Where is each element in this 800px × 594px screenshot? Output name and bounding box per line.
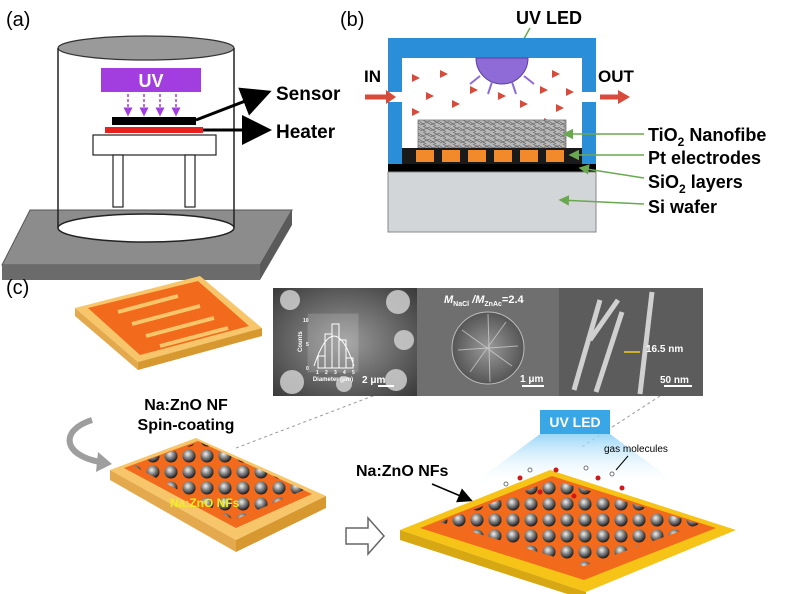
process-label-line2: Spin-coating	[138, 417, 235, 434]
histogram-xtick-0: 1	[316, 370, 319, 376]
sio2-layer	[388, 164, 596, 172]
process-label-line1: Na:ZnO NF	[144, 397, 228, 414]
sem-image-3	[559, 288, 703, 396]
outlet-port	[578, 92, 600, 102]
uv-led-block-label: UV LED	[549, 414, 600, 430]
film-label: Na:ZnO NFs	[170, 496, 240, 510]
heater-label: Heater	[276, 122, 336, 143]
sem-images: Counts Diameter (μm) 0 5 10 1 2 3 4 5 2 …	[273, 288, 703, 396]
scale-label-1: 2 μm	[362, 375, 385, 386]
histogram-ytick-2: 10	[303, 318, 309, 324]
uv-led-label: UV LED	[516, 8, 582, 28]
process-arrow-head	[96, 452, 112, 472]
tio2-nanofiber-layer	[417, 119, 567, 149]
layer-label-si: Si wafer	[648, 197, 717, 217]
uv-light-rays	[469, 75, 535, 95]
outlet-flow-head	[618, 90, 630, 104]
panel-b: (b) UV LED IN OUT	[340, 8, 766, 233]
sem-image-3-nanowires	[571, 291, 655, 395]
idt-fingers	[117, 294, 229, 348]
idt-electrode	[88, 281, 249, 355]
histogram-xtick-3: 4	[343, 370, 346, 376]
stage-leg-left	[112, 154, 124, 208]
sensor-label: Sensor	[276, 84, 341, 105]
nanofiber-film	[132, 442, 304, 520]
device-film-label: Na:ZnO NFs	[356, 463, 449, 480]
device-film-pointer	[431, 483, 473, 503]
ratio-label: MNaCl /MZnAc=2.4	[444, 294, 525, 308]
uv-beam	[470, 434, 680, 486]
histogram-ylabel: Counts	[298, 331, 304, 352]
gas-molecules-label: gas molecules	[604, 444, 668, 455]
layer-label-tio2: TiO2 Nanofibe	[648, 125, 766, 149]
gas-molecule-dots	[503, 465, 625, 499]
uv-rays	[123, 94, 181, 117]
histogram-xtick-4: 5	[352, 370, 355, 376]
layer-label-pt: Pt electrodes	[648, 148, 761, 168]
sensor-pointer	[195, 87, 272, 122]
device-substrate-edge	[400, 530, 586, 594]
chamber-bottom	[57, 213, 235, 243]
uv-led-block	[540, 410, 610, 434]
bare-substrate-front	[138, 328, 262, 370]
panel-a-label: (a)	[6, 9, 30, 31]
heater-element	[105, 127, 203, 133]
uv-lamp	[101, 68, 201, 92]
inlet-flow-head	[386, 90, 396, 104]
si-wafer	[387, 171, 597, 233]
gas-molecules-pointer	[615, 455, 629, 471]
histogram-fit	[313, 335, 355, 367]
histogram-xtick-2: 3	[334, 370, 337, 376]
coated-substrate-edge	[110, 470, 236, 552]
scale-label-3: 50 nm	[660, 375, 689, 386]
device-nanofibers	[440, 480, 700, 566]
panel-c: (c) Na:ZnO NF Spin-coating Na:ZnO NFs	[6, 276, 736, 594]
sem-image-2-petals	[457, 313, 519, 383]
sensor-chip	[112, 117, 196, 125]
sem-image-1-particles	[280, 290, 414, 394]
panel-b-label: (b)	[340, 9, 364, 31]
histogram-ytick-1: 5	[306, 342, 309, 348]
histogram-xlabel: Diameter (μm)	[313, 377, 353, 383]
width-label: 16.5 nm	[646, 344, 683, 355]
panel-a: (a) UV Sensor Heater	[1, 9, 341, 280]
histogram-xtick-1: 2	[325, 370, 328, 376]
process-open-arrow	[345, 516, 386, 556]
histogram-inset	[307, 313, 359, 373]
inlet-label: IN	[364, 67, 381, 86]
process-arrow	[66, 417, 101, 465]
layer-pointers	[558, 128, 645, 206]
stage-leg-right	[184, 154, 196, 208]
chamber-top	[57, 35, 235, 61]
uv-lamp-label: UV	[138, 71, 163, 91]
histogram-ytick-0: 0	[306, 366, 309, 372]
pt-electrodes	[416, 150, 564, 162]
layer-label-sio2: SiO2 layers	[648, 172, 743, 196]
base-plate-edge	[2, 265, 260, 280]
scale-label-2: 1 μm	[520, 374, 543, 385]
base-plate-side	[260, 210, 292, 280]
outlet-label: OUT	[598, 67, 635, 86]
panel-c-label: (c)	[6, 277, 29, 299]
uv-led-dome	[475, 57, 529, 85]
bare-substrate-edge	[75, 308, 138, 370]
coated-substrate-front	[236, 496, 326, 552]
stage-platform	[92, 134, 217, 156]
